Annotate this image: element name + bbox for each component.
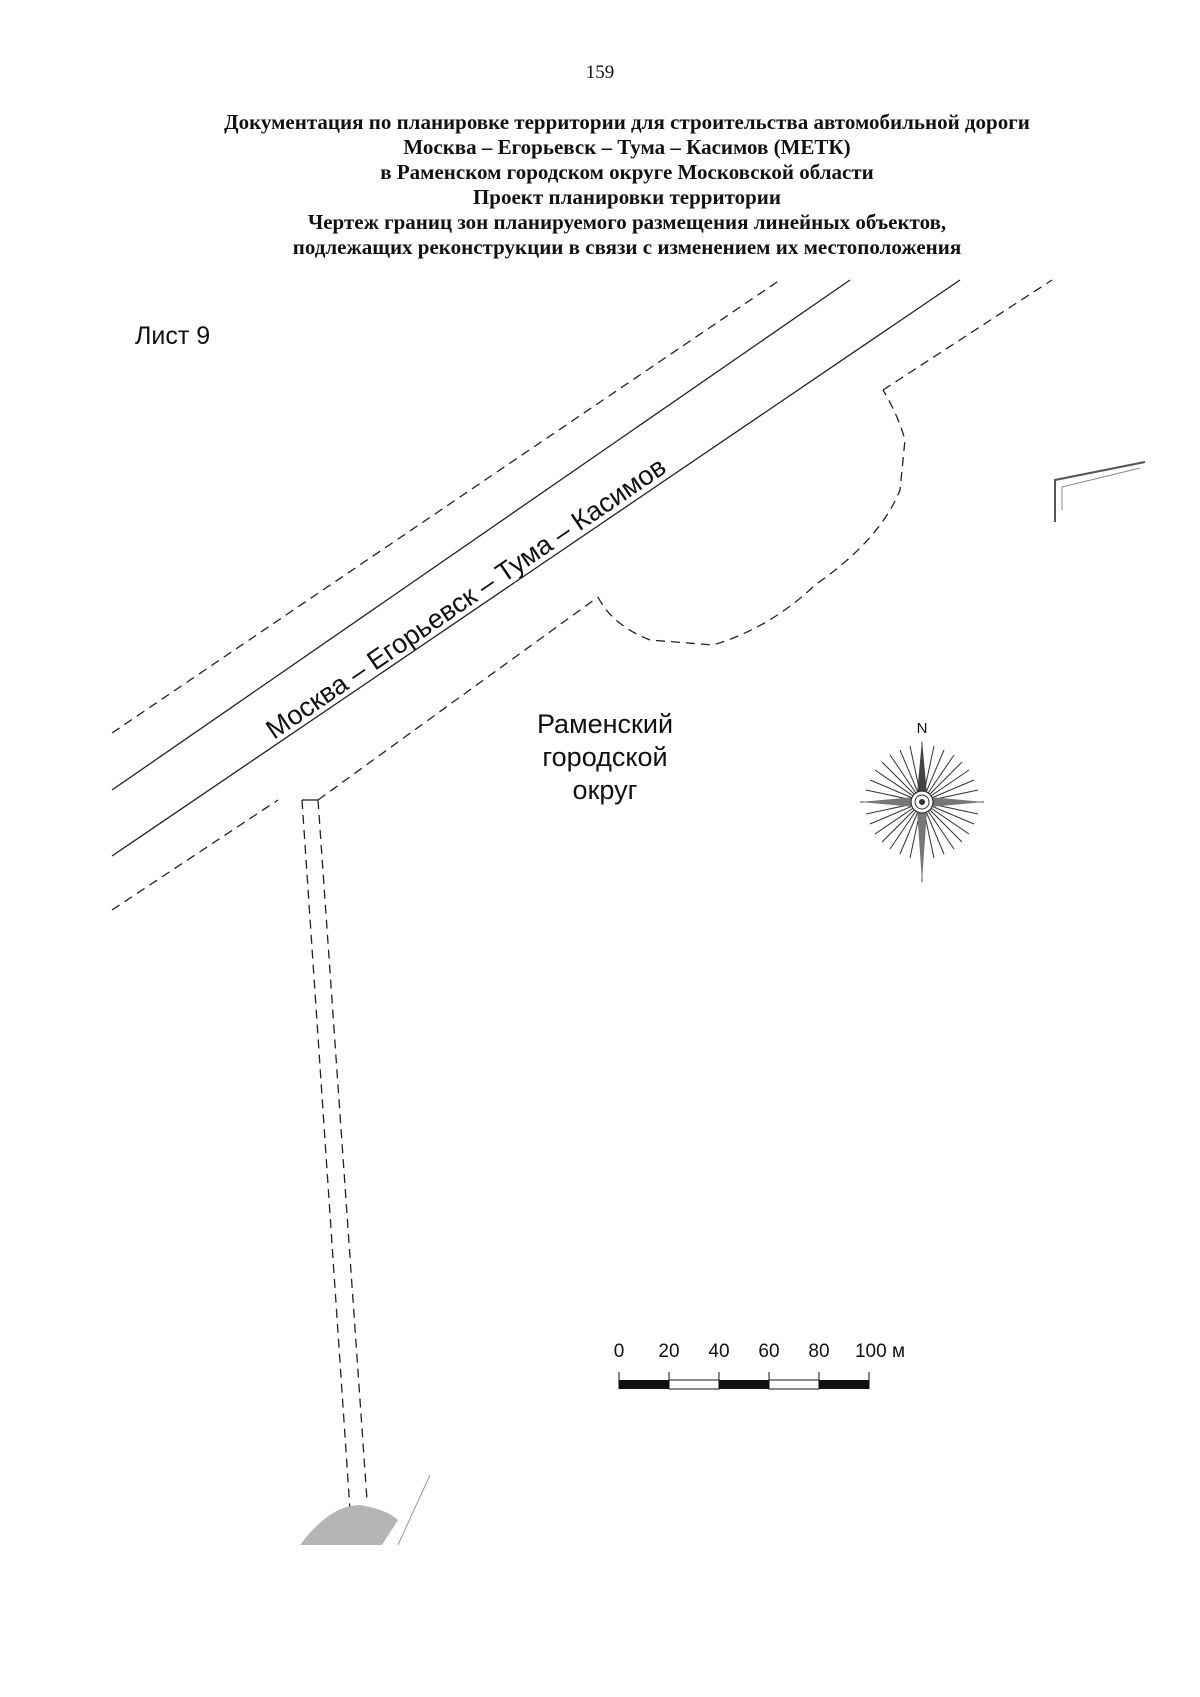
header-line-6: подлежащих реконструкции в связи с измен… — [292, 235, 962, 259]
scale-tick-100: 100 м — [855, 1341, 905, 1362]
scale-tick-20: 20 — [658, 1341, 679, 1362]
road-boundary-upper — [111, 279, 781, 734]
compass-rose-icon — [860, 740, 984, 882]
scale-bar: 0 20 40 60 80 100 м — [614, 1341, 905, 1390]
scale-segment-2 — [668, 1379, 720, 1390]
side-road-boundary-right — [317, 799, 368, 1501]
gray-area — [300, 1505, 398, 1545]
header-line-1: Документация по планировке территории дл… — [224, 110, 1030, 134]
scale-segment-1 — [619, 1380, 669, 1389]
planned-zone-boundary — [597, 389, 906, 646]
scale-tick-80: 80 — [808, 1341, 829, 1362]
scale-segment-4 — [768, 1379, 820, 1390]
road-boundary-right — [882, 279, 1053, 391]
road-boundary-lower — [111, 596, 599, 911]
faint-line — [397, 1474, 431, 1546]
header-line-4: Проект планировки территории — [472, 185, 782, 209]
north-label: N — [917, 720, 928, 737]
header-line-2: Москва – Егорьевск – Тума – Касимов (МЕТ… — [403, 135, 851, 159]
corner-object — [1054, 461, 1146, 522]
corner-object-inner — [1061, 467, 1141, 510]
sheet-label: Лист 9 — [135, 322, 211, 350]
header-line-3: в Раменском городском округе Московской … — [380, 160, 874, 184]
scale-segment-3 — [719, 1380, 769, 1389]
page-number: 159 — [585, 62, 615, 83]
road-edge-lower — [111, 279, 961, 857]
side-road-boundary-left — [301, 799, 351, 1511]
scale-tick-0: 0 — [614, 1341, 625, 1362]
district-label-line-2: городской — [542, 742, 667, 772]
road-edge-upper — [111, 279, 851, 791]
road-corridor — [111, 279, 1053, 911]
district-label-line-3: округ — [573, 775, 638, 805]
road-label: Москва – Егорьевск – Тума – Касимов — [260, 451, 671, 745]
document-header: Документация по планировке территории дл… — [60, 110, 1194, 260]
scale-tick-40: 40 — [708, 1341, 729, 1362]
scale-tick-60: 60 — [758, 1341, 779, 1362]
side-road-corridor — [301, 799, 368, 1511]
scale-segment-5 — [819, 1380, 869, 1389]
district-label-line-1: Раменский — [537, 709, 673, 739]
header-line-5: Чертеж границ зон планируемого размещени… — [307, 210, 947, 234]
